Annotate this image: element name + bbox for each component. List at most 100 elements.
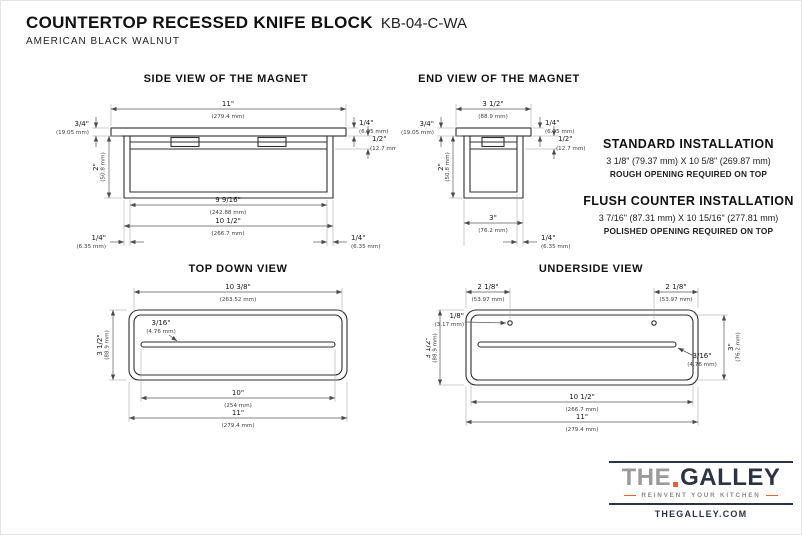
top-down-view-title: TOP DOWN VIEW <box>188 263 288 275</box>
dim-label-in: 9 9/16" <box>215 196 241 204</box>
dim-end-body: 3" (76.2 mm) <box>463 200 524 246</box>
dim-side-height: 2" (50.8 mm) <box>92 136 122 199</box>
dim-underside-slot: 3/16" (4.76 mm) <box>677 347 717 368</box>
dim-label-in: 1/4" <box>92 234 107 242</box>
dim-label-in: 10 1/2" <box>215 217 241 225</box>
dim-label-mm: (88.9 mm) <box>433 333 439 363</box>
dim-label-in: 3" <box>727 343 735 351</box>
dim-end-recess: 1/2" (12.7 mm) <box>525 126 586 159</box>
end-view-title: END VIEW OF THE MAGNET <box>418 73 580 85</box>
end-view-drawing: 3 1/2" (88.9 mm) 3/4" (19.05 mm) 2" (50.… <box>401 100 586 250</box>
dim-end-wall: 1/4" (6.35 mm) <box>503 194 571 250</box>
dim-label-mm: (266.7 mm) <box>565 407 598 413</box>
dim-label-in: 1/4" <box>359 119 374 127</box>
dim-label-in: 3" <box>489 214 497 222</box>
dim-label-in: 1/2" <box>372 135 387 143</box>
dim-side-wall-right: 1/4" (6.35 mm) <box>313 234 381 250</box>
dim-label-mm: (4.76 mm) <box>687 362 717 368</box>
dim-label-in: 3 1/2" <box>482 100 503 108</box>
dim-label-in: 2 1/8" <box>477 283 498 291</box>
dim-label-in: 11" <box>222 100 234 108</box>
dim-label-mm: (254 mm) <box>224 403 252 409</box>
dim-label-in: 2 1/8" <box>665 283 686 291</box>
dim-underside-hole-left: 2 1/8" (53.97 mm) <box>465 283 511 319</box>
end-view-part <box>455 127 532 199</box>
dim-label-mm: (53.97 mm) <box>471 297 504 303</box>
dim-label-mm: (266.7 mm) <box>211 231 244 237</box>
dim-label-mm: (88.9 mm) <box>105 330 111 360</box>
dim-label-in: 2" <box>92 163 100 171</box>
dim-underside-inner-height: 3" (76.2 mm) <box>695 314 742 381</box>
dim-label-mm: (3.17 mm) <box>435 322 465 328</box>
dim-label-mm: (12.7 mm) <box>556 146 586 152</box>
dim-label-in: 1/4" <box>351 234 366 242</box>
dim-label-mm: (12.7 mm) <box>370 146 396 152</box>
dim-topdown-height: 3 1/2" (88.9 mm) <box>96 309 127 381</box>
dim-label-mm: (19.05 mm) <box>56 130 89 136</box>
standard-installation-note: ROUGH OPENING REQUIRED ON TOP <box>609 169 768 179</box>
top-down-drawing: 10 3/8" (263.52 mm) 3/16" (4.76 mm) 3 1/… <box>96 283 348 429</box>
flush-installation-note: POLISHED OPENING REQUIRED ON TOP <box>603 226 774 236</box>
underside-view: UNDERSIDE VIEW 2 1/8" (53.97 mm) <box>426 263 756 435</box>
dim-underside-overall: 11" (279.4 mm) <box>465 387 699 433</box>
dim-label-mm: (6.35 mm) <box>541 244 571 250</box>
side-view-drawing: 11" (279.4 mm) 3/4" (19.05 mm) 2" (50.8 … <box>56 100 396 250</box>
spacer <box>581 179 796 194</box>
dim-label-in: 1/2" <box>558 135 573 143</box>
installation-notes: STANDARD INSTALLATION 3 1/8" (79.37 mm) … <box>581 137 796 236</box>
dim-side-body: 10 1/2" (266.7 mm) <box>123 200 334 246</box>
dim-underside-hole-right: 2 1/8" (53.97 mm) <box>653 283 699 319</box>
dim-end-plate: 3/4" (19.05 mm) <box>401 117 462 147</box>
underside-part <box>465 309 699 386</box>
logo-text-galley: GALLEY <box>680 464 781 491</box>
dim-label-mm: (279.4 mm) <box>211 114 244 120</box>
material-subtitle: AMERICAN BLACK WALNUT <box>26 36 180 47</box>
dim-label-mm: (6.35 mm) <box>359 129 389 135</box>
page-title: COUNTERTOP RECESSED KNIFE BLOCK <box>26 13 373 32</box>
top-down-part <box>128 309 348 381</box>
dim-side-wall-left: 1/4" (6.35 mm) <box>77 234 144 250</box>
dim-label-in: 1/4" <box>541 234 556 242</box>
dim-side-plate: 3/4" (19.05 mm) <box>56 117 122 147</box>
dim-label-mm: (50.8 mm) <box>101 152 107 182</box>
underside-drawing: 2 1/8" (53.97 mm) 2 1/8" (53.97 mm) 1/8"… <box>426 283 742 433</box>
dim-topdown-overall: 11" (279.4 mm) <box>128 382 348 429</box>
dim-side-inner: 9 9/16" (242.88 mm) <box>129 196 328 246</box>
dim-label-in: 10 1/2" <box>569 393 595 401</box>
dim-label-in: 3/16" <box>152 319 171 327</box>
logo-rule-bottom <box>609 503 793 505</box>
dim-label-in: 2" <box>437 163 445 171</box>
dim-label-in: 3/4" <box>75 120 90 128</box>
side-view: SIDE VIEW OF THE MAGNET 11" (279.4 mm) <box>56 73 396 250</box>
dim-label-in: 3 1/2" <box>426 337 432 358</box>
dim-label-mm: (88.9 mm) <box>478 114 508 120</box>
dim-label-in: 1/4" <box>545 119 560 127</box>
dim-label-in: 1/8" <box>450 312 465 320</box>
dim-label-mm: (53.97 mm) <box>659 297 692 303</box>
flush-installation-size: 3 7/16" (87.31 mm) X 10 15/16" (277.81 m… <box>598 213 779 223</box>
dim-side-top: 11" (279.4 mm) <box>110 100 347 126</box>
dim-underside-height: 3 1/2" (88.9 mm) <box>426 309 464 386</box>
side-view-title: SIDE VIEW OF THE MAGNET <box>143 73 309 85</box>
flush-installation-title: FLUSH COUNTER INSTALLATION <box>583 194 794 208</box>
dim-topdown-slot: 3/16" (4.76 mm) <box>146 319 178 342</box>
dim-label-mm: (50.8 mm) <box>445 152 451 182</box>
dim-label-in: 3/4" <box>420 120 435 128</box>
dim-side-recess: 1/2" (12.7 mm) <box>335 126 396 159</box>
underside-view-title: UNDERSIDE VIEW <box>538 263 644 275</box>
tagline-accent-left <box>624 495 637 496</box>
logo-text-the: THE <box>621 464 672 491</box>
dim-topdown-opening: 10 3/8" (263.52 mm) <box>133 283 343 312</box>
dim-label-in: 3/16" <box>693 352 712 360</box>
dim-end-height: 2" (50.8 mm) <box>437 136 462 199</box>
top-down-view: TOP DOWN VIEW 10 3/8" (263.52 mm) 3/16" … <box>83 263 393 435</box>
dim-label-mm: (279.4 mm) <box>565 427 598 433</box>
logo-accent-square <box>673 482 679 487</box>
logo-url: THEGALLEY.COM <box>654 509 748 519</box>
dim-underside-hole-diameter: 1/8" (3.17 mm) <box>435 312 507 328</box>
standard-installation-title: STANDARD INSTALLATION <box>603 137 774 151</box>
tagline-text: REINVENT YOUR KITCHEN <box>641 492 761 499</box>
side-view-part <box>110 127 347 199</box>
